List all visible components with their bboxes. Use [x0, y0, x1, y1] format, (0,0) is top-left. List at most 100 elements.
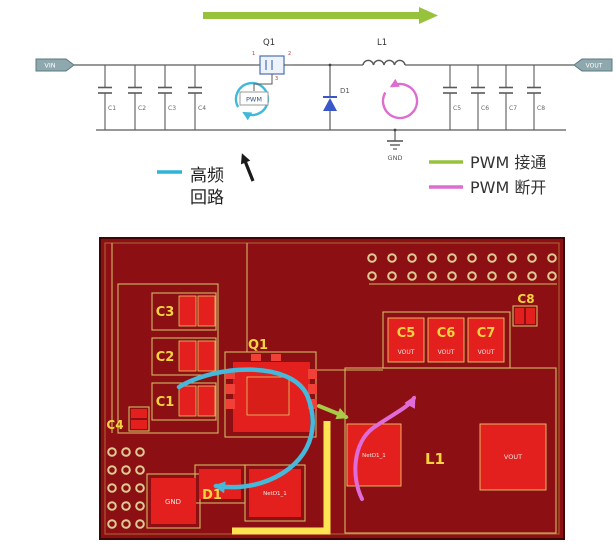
q1-label: Q1 [263, 38, 275, 48]
pcb-input-caps: C3 C2 C1 C4 [106, 295, 216, 432]
yellow-trace [232, 421, 331, 535]
q1-pin-pad [226, 369, 235, 379]
diode-d1: D1 [323, 63, 350, 130]
cap-label: C1 [108, 105, 116, 112]
vout-label: VOUT [586, 63, 603, 70]
copper-region-outlines [111, 243, 557, 534]
capacitor-c2: C2 [128, 65, 146, 130]
capacitor-c8: C8 [527, 65, 545, 130]
pcb-gnd-pad: GND [151, 478, 196, 524]
hot-loop-text-line2: 回路 [190, 188, 224, 208]
vout-net: VOUT [504, 453, 522, 461]
hot-loop-arrow-pcb [176, 367, 315, 494]
pcb-q1-ic: Q1 [226, 338, 317, 432]
hot-loop-arrow [234, 81, 270, 121]
mosfet-q1: Q1 1 2 3 [252, 38, 292, 91]
capacitor-c1: C1 [98, 65, 116, 130]
l1-label: L1 [377, 38, 387, 48]
c6-net: VOUT [438, 349, 455, 356]
capacitor-c3: C3 [158, 65, 176, 130]
cap-label: C6 [481, 105, 489, 112]
vin-terminal: VIN [35, 58, 75, 72]
d1-label: D1 [340, 87, 350, 95]
cap-label: C3 [168, 105, 176, 112]
q1-pin-pad [271, 354, 281, 361]
q1-pin-pad [226, 384, 235, 394]
output-capacitors: C5 C6 C7 C8 [443, 65, 545, 130]
pcb-c1-label: C1 [156, 395, 175, 410]
legend-pwm-off: PWM 断开 [470, 178, 546, 197]
pcb-output-caps: C5 C6 C7 VOUT VOUT VOUT C8 [387, 292, 535, 363]
q1-pin-2: 2 [288, 51, 291, 57]
q1-pin-pad [308, 369, 317, 379]
c1-pad [197, 385, 216, 417]
pcb-c8-label: C8 [517, 292, 534, 306]
c2-pad [178, 340, 197, 372]
pwm-source: PWM [239, 91, 269, 106]
hot-loop-caption: 高频 回路 [157, 166, 224, 208]
gnd-net: GND [165, 498, 181, 506]
q1-pin-pad [226, 399, 235, 409]
legend: PWM 接通 PWM 断开 [429, 153, 546, 197]
pcb-c3-label: C3 [156, 305, 175, 320]
q1-inner [246, 376, 290, 416]
pwm-on-direction-arrow [203, 7, 438, 24]
vin-label: VIN [44, 62, 55, 70]
cap-label: C8 [537, 105, 545, 112]
schematic-diagram: VIN VOUT C1 C2 [35, 7, 613, 208]
pcb-c2-label: C2 [156, 350, 175, 365]
cap-label: C5 [453, 105, 461, 112]
pwm-label: PWM [246, 96, 262, 104]
c4-pad [131, 409, 147, 418]
board-outline-silk [104, 242, 560, 535]
l1-net: NetD1_1 [362, 453, 386, 459]
c5-net: VOUT [398, 349, 415, 356]
pcb-vout-pad: VOUT [479, 423, 547, 491]
q1-pin-3: 3 [275, 76, 278, 82]
cap-label: C2 [138, 105, 146, 112]
pcb-layout: C3 C2 C1 C4 Q1 [99, 237, 565, 540]
sw-net: NetD1_1 [263, 491, 287, 497]
inductor-l1: L1 [362, 38, 406, 66]
legend-pwm-on: PWM 接通 [470, 153, 546, 172]
pwm-off-loop-arrow [381, 78, 419, 120]
c3-pad [178, 295, 197, 327]
c2-pad [197, 340, 216, 372]
pcb-q1-label: Q1 [248, 338, 268, 353]
pcb-l1-label: L1 [425, 450, 445, 468]
cap-label: C4 [198, 105, 206, 112]
ground-symbol: GND [387, 128, 403, 162]
c7-net: VOUT [478, 349, 495, 356]
pcb-c4-label: C4 [106, 418, 123, 432]
input-capacitors: C1 C2 C3 C4 [98, 65, 206, 130]
c6-pad [427, 317, 465, 363]
capacitor-c7: C7 [499, 65, 517, 130]
c3-pad [197, 295, 216, 327]
c5-pad [387, 317, 425, 363]
pcb-c7-label: C7 [477, 326, 496, 341]
vout-terminal: VOUT [573, 58, 613, 72]
pcb-c6-label: C6 [437, 326, 456, 341]
pwm-on-arrow-pcb [317, 404, 349, 420]
via-grid-top-right [367, 253, 557, 281]
pwm-off-arrow-pcb [353, 395, 416, 501]
gnd-label: GND [388, 154, 403, 162]
pcb-d1-label: D1 [202, 488, 222, 503]
c4-pad [131, 420, 147, 429]
capacitor-c6: C6 [471, 65, 489, 130]
via-grid-bottom-left [107, 447, 145, 529]
q1-pin-pad [308, 384, 317, 394]
c8-pad [515, 308, 524, 324]
c7-pad [467, 317, 505, 363]
hot-loop-text-line1: 高频 [190, 166, 224, 186]
hot-loop-pointer-arrow [240, 153, 255, 182]
q1-pin-pad [251, 354, 261, 361]
gnd-copper [151, 478, 196, 524]
pcb-c5-label: C5 [397, 326, 416, 341]
c1-pad [178, 385, 197, 417]
c8-pad [526, 308, 535, 324]
capacitor-c5: C5 [443, 65, 461, 130]
cap-label: C7 [509, 105, 517, 112]
capacitor-c4: C4 [188, 65, 206, 130]
